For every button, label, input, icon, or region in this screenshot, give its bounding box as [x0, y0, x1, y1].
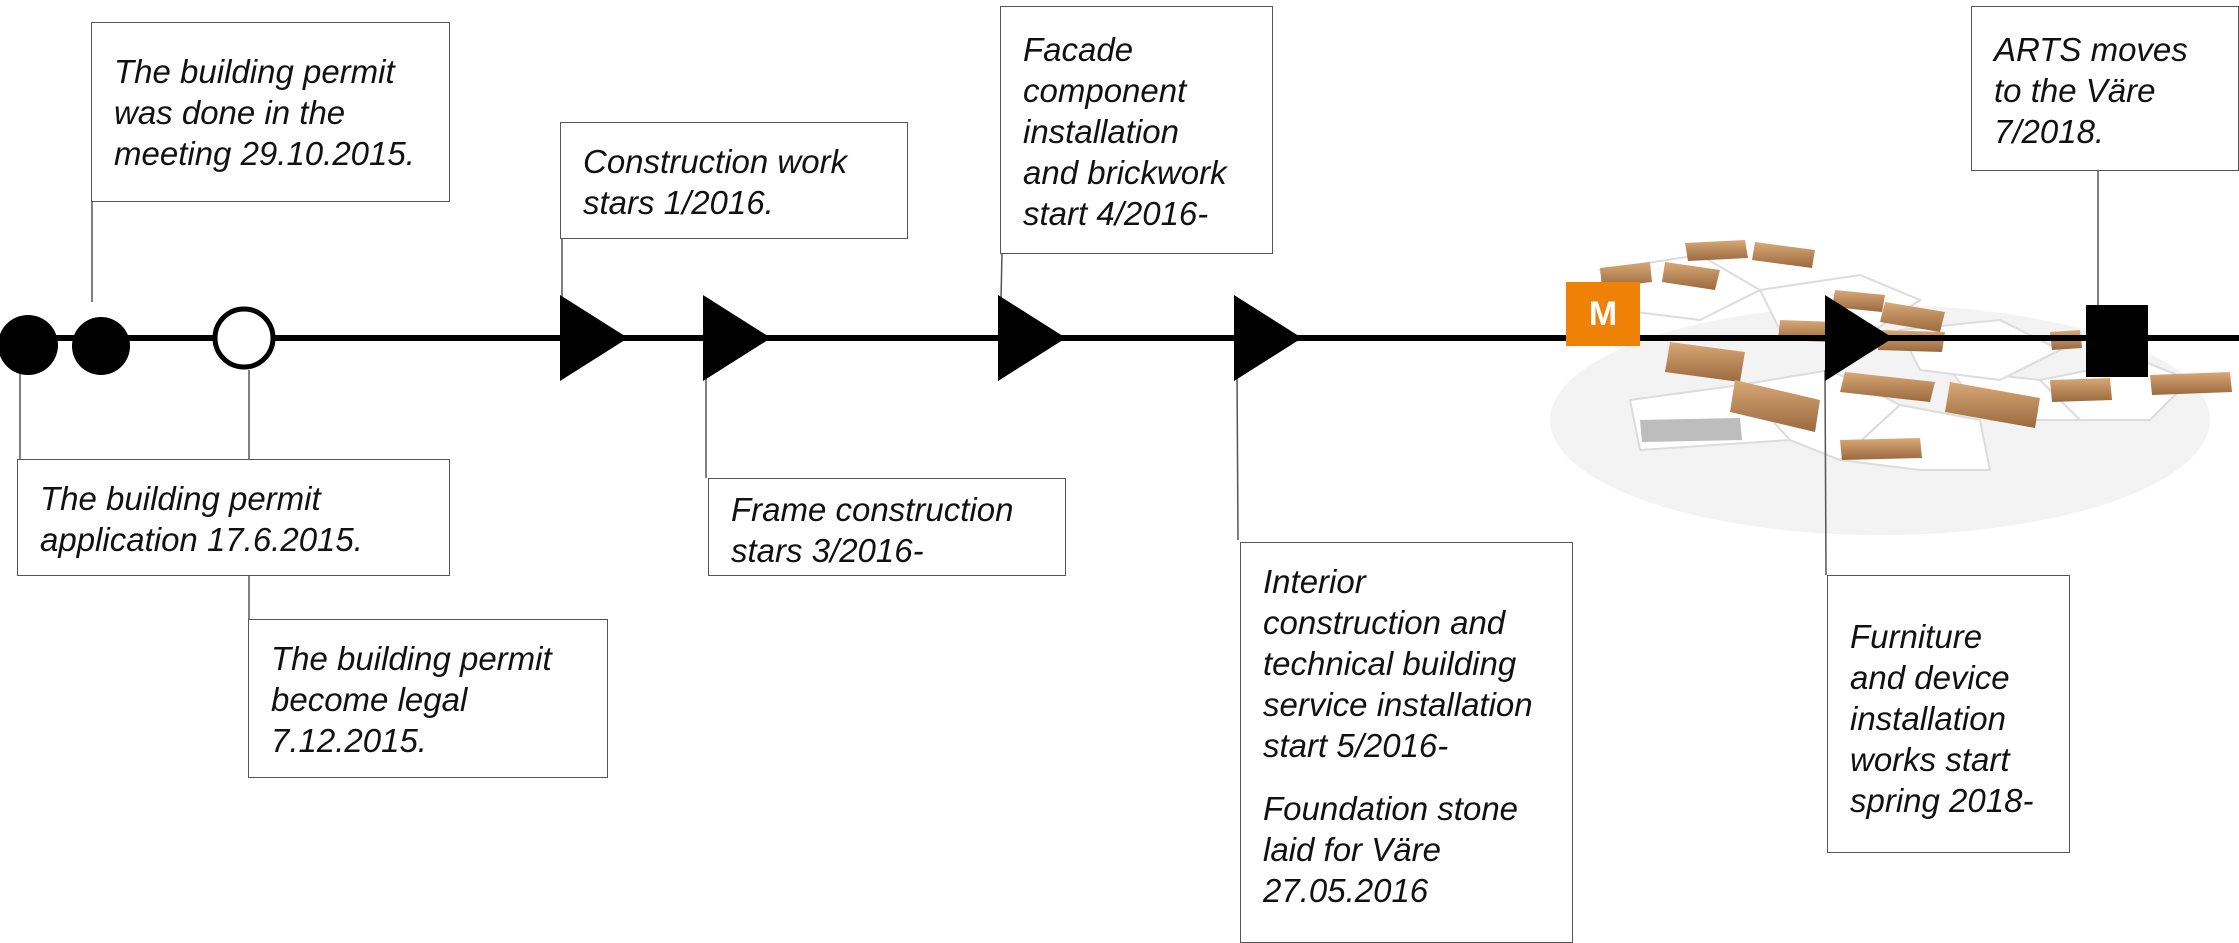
note-line: spring 2018- — [1850, 782, 2034, 819]
note-line: Foundation stone — [1263, 790, 1519, 827]
note-line: and device — [1850, 659, 2010, 696]
note-line: Interior — [1263, 563, 1366, 600]
note-line: to the Väre — [1994, 72, 2156, 109]
note-line: Furniture — [1850, 618, 1983, 655]
leader-line — [1824, 369, 1827, 576]
filled-circle-marker — [72, 317, 130, 375]
leader-line — [1000, 251, 1003, 301]
filled-circle-marker — [0, 315, 58, 375]
square-marker — [2086, 305, 2148, 377]
note-arts-move: ARTS moves to the Väre 7/2018. — [1971, 6, 2239, 171]
note-line: stars 1/2016. — [583, 184, 774, 221]
leader-line — [1236, 369, 1239, 541]
triangle-marker — [703, 295, 771, 381]
note-line: start 5/2016- — [1263, 727, 1449, 764]
note-line: application 17.6.2015. — [40, 521, 363, 558]
note-permit-legal: The building permit become legal 7.12.20… — [248, 619, 608, 778]
note-line: become legal — [271, 681, 468, 718]
note-line: service installation — [1263, 686, 1533, 723]
note-line: component — [1023, 72, 1187, 109]
open-circle-marker — [212, 306, 276, 370]
note-line: installation — [1023, 113, 1179, 150]
note-line: ARTS moves — [1994, 31, 2188, 68]
note-line: start 4/2016- — [1023, 195, 1209, 232]
note-line: Facade — [1023, 31, 1134, 68]
note-line: technical building — [1263, 645, 1517, 682]
note-line: 7.12.2015. — [271, 722, 427, 759]
note-line: stars 3/2016- — [731, 532, 924, 569]
milestone-badge: M — [1566, 282, 1640, 346]
note-facade: Facade component installation and brickw… — [1000, 6, 1273, 254]
note-permit-application: The building permit application 17.6.201… — [17, 459, 450, 576]
triangle-marker — [998, 295, 1066, 381]
triangle-marker — [560, 295, 628, 381]
note-line: Frame construction — [731, 491, 1014, 528]
note-line: The building permit — [271, 640, 552, 677]
note-permit-meeting: The building permit was done in the meet… — [91, 22, 450, 202]
note-line: works start — [1850, 741, 2010, 778]
note-line: The building permit — [40, 480, 321, 517]
note-line: 27.05.2016 — [1263, 872, 1429, 909]
note-line: was done in the — [114, 94, 346, 131]
note-line: meeting 29.10.2015. — [114, 135, 415, 172]
note-line: laid for Väre — [1263, 831, 1441, 868]
note-frame-construction: Frame construction stars 3/2016- — [708, 478, 1066, 576]
triangle-marker — [1825, 295, 1893, 381]
note-interior: Interior construction and technical buil… — [1240, 542, 1573, 943]
note-furniture: Furniture and device installation works … — [1827, 575, 2070, 853]
triangle-marker — [1234, 295, 1302, 381]
note-line: construction and — [1263, 604, 1506, 641]
note-construction-start: Construction work stars 1/2016. — [560, 122, 908, 239]
note-line: The building permit — [114, 53, 395, 90]
note-line: Construction work — [583, 143, 848, 180]
note-line: and brickwork — [1023, 154, 1227, 191]
note-line: 7/2018. — [1994, 113, 2105, 150]
note-line: installation — [1850, 700, 2006, 737]
